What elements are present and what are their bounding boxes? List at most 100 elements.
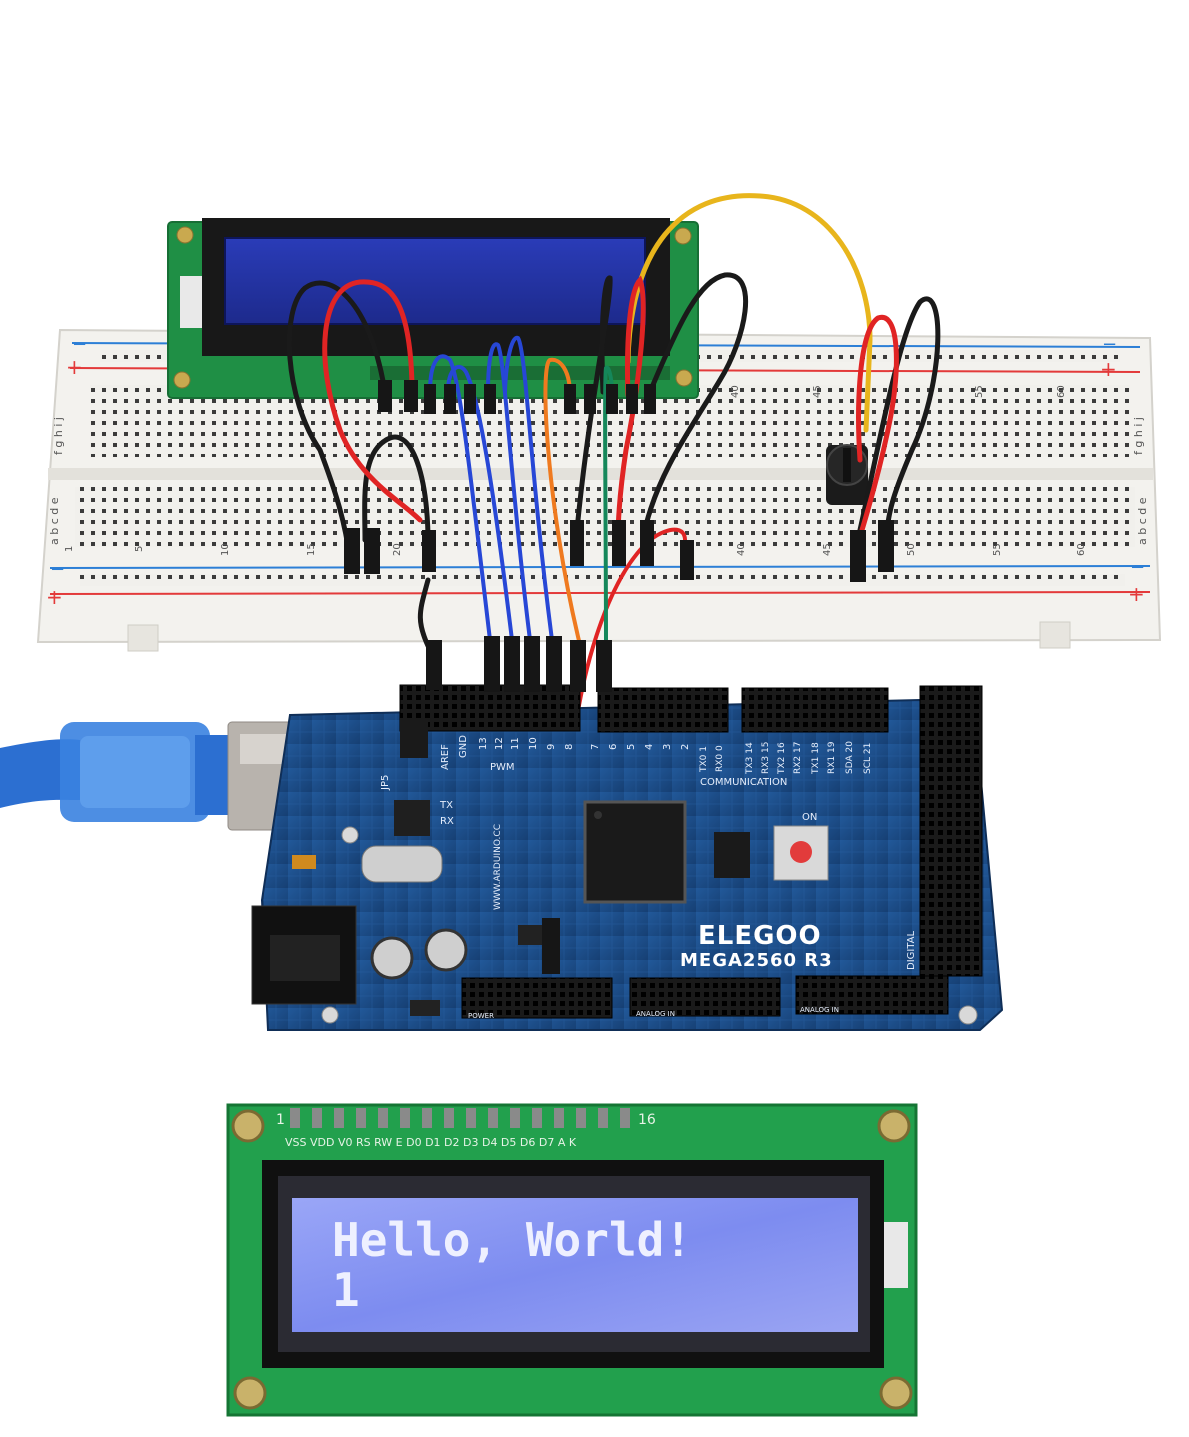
mount-hole <box>879 1376 913 1410</box>
mount-hole <box>958 1005 978 1025</box>
yellow-wire <box>625 193 873 433</box>
pin-label: 12 <box>494 737 505 750</box>
blue-wire <box>503 335 554 642</box>
pin-label: 4 <box>644 744 655 750</box>
mount-hole <box>674 227 692 245</box>
power-label: POWER <box>468 1012 494 1020</box>
row-letters-top: f g h i j <box>52 417 65 455</box>
pin-label: 9 <box>546 744 557 750</box>
bottom-minus-label-right: − <box>1130 557 1145 578</box>
lcd-closeup: 1 16 VSS VDD V0 RS RW E D0 D1 D2 D3 D4 D… <box>226 1103 918 1417</box>
tx-label: TX <box>439 800 453 811</box>
pin-label: 8 <box>564 744 575 750</box>
mount-hole <box>231 1109 265 1143</box>
lcd-header-pins <box>290 1108 630 1128</box>
black-wire <box>362 434 431 563</box>
pwm-label: PWM <box>490 762 515 773</box>
blue-wire <box>486 342 532 642</box>
pin-label: 5 <box>626 744 637 750</box>
column-number: 45 <box>822 543 833 556</box>
mount-hole <box>173 371 191 389</box>
red-wire <box>615 275 646 543</box>
board-header-connectors <box>426 636 612 974</box>
column-number: 40 <box>730 385 741 398</box>
column-number: 15 <box>306 543 317 556</box>
mount-hole <box>675 369 693 387</box>
pin-label: 7 <box>590 744 601 750</box>
pin-label: TX0 1 <box>699 746 709 773</box>
column-number: 50 <box>906 543 917 556</box>
column-number: 1 <box>64 546 75 552</box>
reset-button[interactable] <box>790 841 812 863</box>
brand-logo: ELEGOO <box>698 921 822 951</box>
gnd-label: GND <box>458 735 469 758</box>
pin-label: 11 <box>510 737 521 750</box>
bottom-plus-label-right: + <box>1128 582 1145 606</box>
mount-hole <box>321 1006 339 1024</box>
pin-label: TX1 18 <box>811 742 821 775</box>
bottom-minus-label: − <box>50 559 65 580</box>
pin-label: RX1 19 <box>827 741 837 774</box>
wire-connector-tips <box>344 380 894 582</box>
column-number: 55 <box>974 385 985 398</box>
mount-hole <box>233 1376 267 1410</box>
potentiometer <box>826 444 868 505</box>
pin-label: RX3 15 <box>761 742 771 774</box>
digital-label: DIGITAL <box>906 930 917 970</box>
pin-start-label: 1 <box>276 1112 285 1128</box>
pin-label: 3 <box>662 744 673 750</box>
website-label: WWW.ARDUINO.CC <box>493 824 503 910</box>
top-plus-label-right: + <box>1100 357 1117 381</box>
pin-end-label: 16 <box>638 1112 656 1128</box>
mount-hole <box>877 1109 911 1143</box>
bottom-plus-label: + <box>46 585 63 609</box>
pin-label: TX3 14 <box>745 742 755 775</box>
blue-wire <box>428 354 492 642</box>
row-letters-bottom-right: a b c d e <box>1136 497 1149 545</box>
analog-in-label-2: ANALOG IN <box>800 1006 839 1014</box>
top-minus-label: − <box>72 334 87 355</box>
row-letters-top-right: f g h i j <box>1132 417 1145 455</box>
black-wire <box>575 275 613 523</box>
mount-hole <box>176 226 194 244</box>
lcd-line-2: 1 <box>332 1263 360 1317</box>
board-model: MEGA2560 R3 <box>680 950 833 971</box>
aref-label: AREF <box>440 744 451 770</box>
column-number: 45 <box>812 385 823 398</box>
black-wire <box>643 272 748 528</box>
mega2560-board: ELEGOO MEGA2560 R3 WWW.ARDUINO.CC AREF G… <box>251 684 1004 1031</box>
lcd-pin-labels: VSS VDD V0 RS RW E D0 D1 D2 D3 D4 D5 D6 … <box>285 1136 577 1149</box>
analog-in-label: ANALOG IN <box>636 1010 675 1018</box>
comm-pin-labels: TX0 1 RX0 0 TX3 14 RX3 15 TX2 16 RX2 17 … <box>699 741 873 775</box>
black-wire <box>857 296 941 543</box>
rx-label: RX <box>440 816 454 827</box>
lcd-line-1: Hello, World! <box>332 1213 692 1267</box>
column-number: 10 <box>220 543 231 556</box>
top-minus-label-right: − <box>1102 334 1117 355</box>
green-wire <box>603 365 614 652</box>
pwm-pin-labels: 13 12 11 10 9 8 7 6 5 4 3 2 <box>478 737 691 750</box>
red-wire <box>322 279 423 523</box>
column-number: 5 <box>134 546 145 552</box>
column-number: 55 <box>992 543 1003 556</box>
jp5-label: JP5 <box>380 775 391 791</box>
row-letters-bottom: a b c d e <box>48 497 61 545</box>
communication-label: COMMUNICATION <box>700 777 787 788</box>
pin-label: 2 <box>680 744 691 750</box>
red-wire <box>856 314 899 533</box>
column-number: 40 <box>736 543 747 556</box>
pin-label: TX2 16 <box>777 742 787 775</box>
column-number: 60 <box>1076 543 1087 556</box>
jumper-wires <box>286 193 941 932</box>
breadboard-lcd <box>167 218 699 399</box>
pin-label: RX2 17 <box>793 742 803 774</box>
pin-label: SCL 21 <box>863 743 873 774</box>
orange-wire <box>543 357 582 647</box>
top-plus-label: + <box>66 355 83 379</box>
column-number: 60 <box>1056 385 1067 398</box>
pin-label: 13 <box>478 737 489 750</box>
pin-label: 6 <box>608 744 619 750</box>
black-wire <box>286 280 388 563</box>
mount-hole <box>341 826 359 844</box>
